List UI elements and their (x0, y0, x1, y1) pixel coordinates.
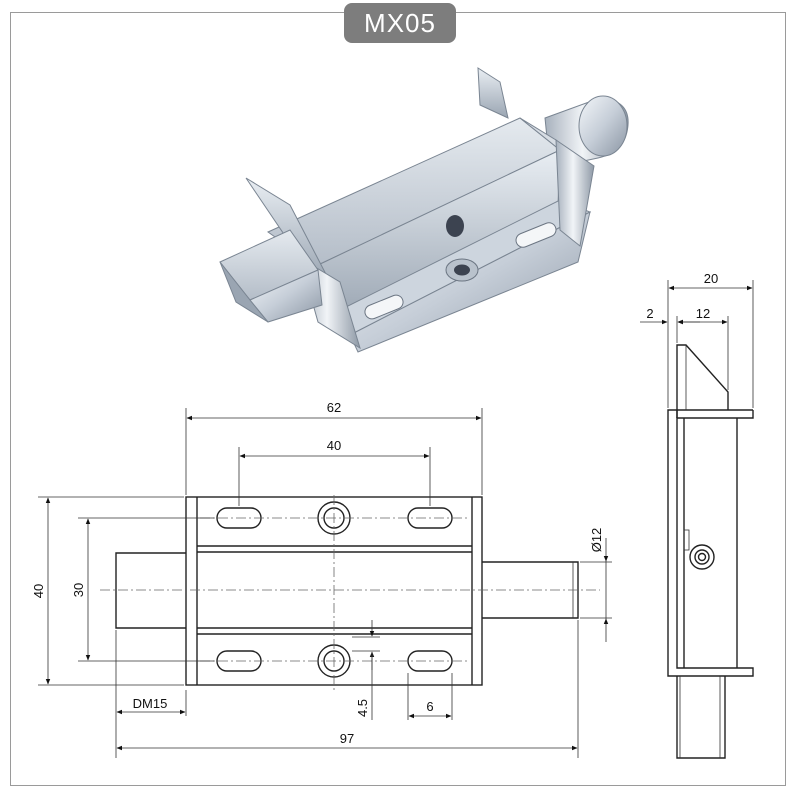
dim-pin-diameter: Ø12 (589, 528, 604, 553)
dim-latch-label: DM15 (133, 696, 168, 711)
dimension-lines (45, 415, 609, 751)
dim-overall-length: 97 (340, 731, 354, 746)
dim-height: 40 (31, 584, 46, 598)
dim-slot-span: 30 (71, 583, 86, 597)
dim-side-width: 20 (704, 271, 718, 286)
dim-slot-width: 6 (426, 699, 433, 714)
dim-side-inner: 12 (696, 306, 710, 321)
side-view-drawing (640, 280, 754, 759)
extension-lines (38, 408, 612, 758)
dim-hole-spacing: 40 (327, 438, 341, 453)
model-badge: MX05 (344, 3, 456, 43)
spring-latch-bolt-photo-icon (219, 67, 629, 353)
dim-slot-offset: 4.5 (355, 699, 370, 717)
dim-side-thickness: 2 (646, 306, 653, 321)
dim-body-length: 62 (327, 400, 341, 415)
front-view-drawing (100, 495, 600, 690)
